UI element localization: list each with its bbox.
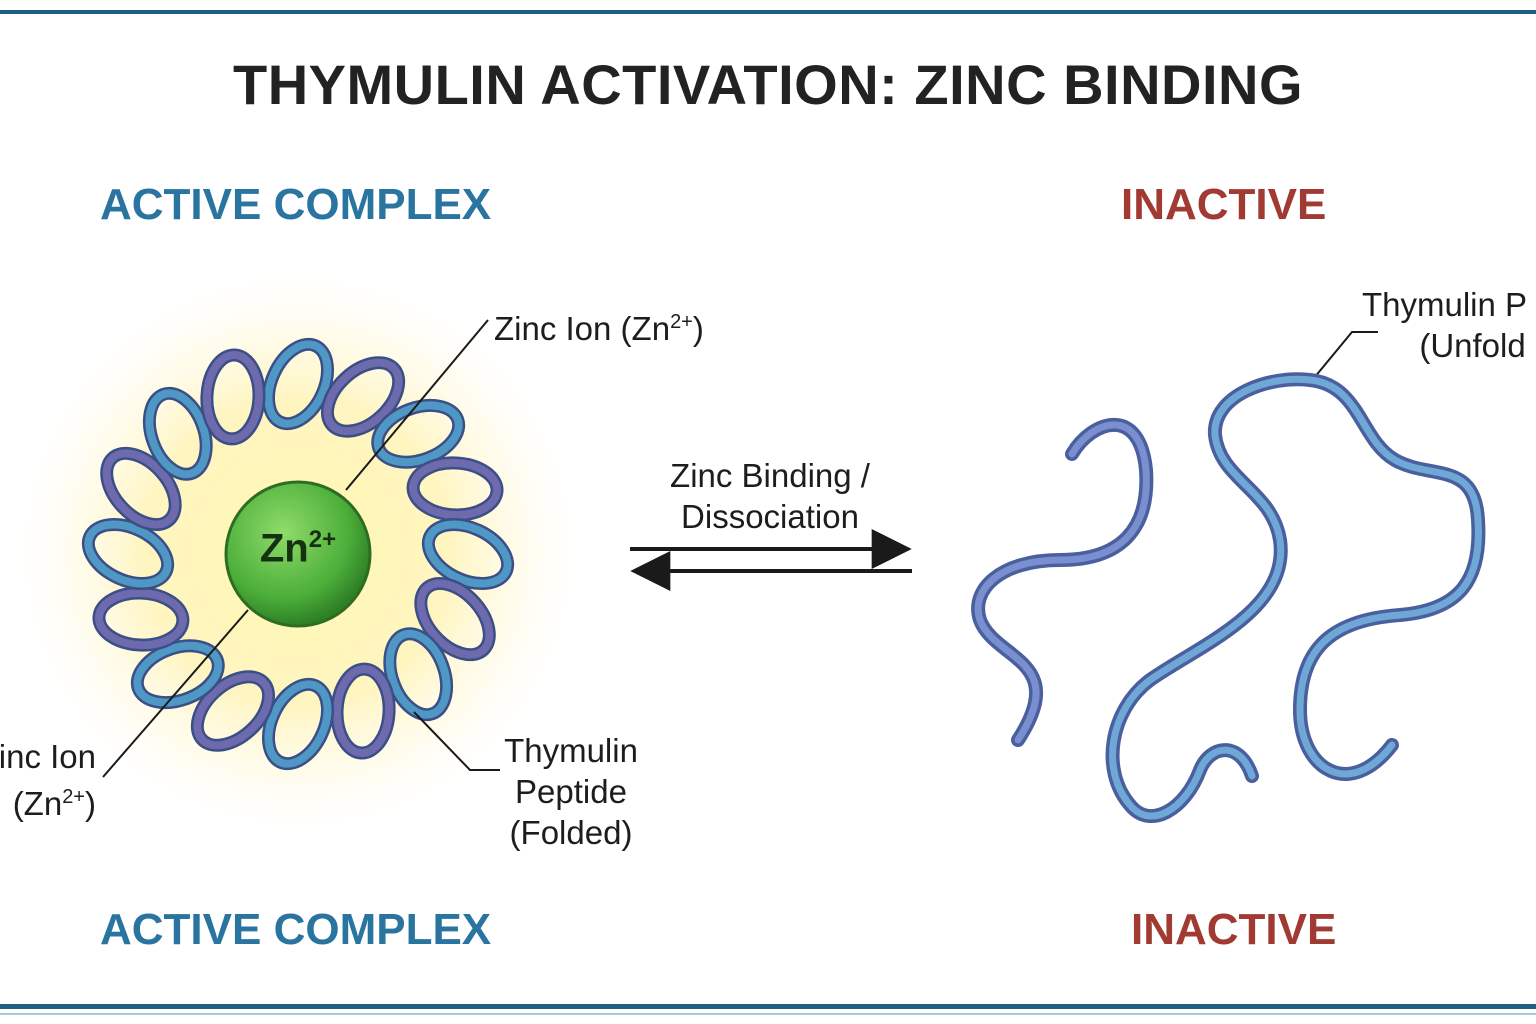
helix-turn-highlight <box>102 449 180 529</box>
inactive-heading-bottom: INACTIVE <box>1131 905 1337 954</box>
zinc-ion-sphere <box>224 480 372 628</box>
helix-turn-highlight <box>373 401 463 467</box>
inactive-heading-top: INACTIVE <box>1121 180 1327 229</box>
bottom-border-accent <box>0 1013 1536 1015</box>
helix-turn-highlight <box>424 520 512 588</box>
helix-turn-highlight <box>264 340 332 428</box>
helix-turn-highlight <box>416 579 494 659</box>
helix-turn-highlight <box>264 680 332 768</box>
helix-turn-highlight <box>333 665 394 758</box>
helix-turn-highlight <box>133 641 223 707</box>
peptide-leader <box>413 711 500 771</box>
zinc-ion-label-left: Zinc Ion(Zn2+) <box>0 738 96 822</box>
helix-turn-highlight <box>385 629 451 719</box>
unfolded-peptide-strands <box>971 372 1486 823</box>
bottom-border <box>0 1004 1536 1009</box>
unfolded-leader <box>1313 331 1378 379</box>
unfolded-strand-2 <box>1105 372 1486 823</box>
thymulin-peptide-helix-ring <box>81 337 515 771</box>
zinc-ion-right-leader <box>345 319 489 491</box>
zinc-symbol: Zn2+ <box>259 526 337 571</box>
helix-turn-highlight <box>202 350 263 443</box>
zinc-ion-left-leader <box>102 609 249 778</box>
helix-turn-highlight <box>193 672 273 750</box>
helix-turn-highlight <box>145 389 211 479</box>
active-complex-heading-bottom: ACTIVE COMPLEX <box>100 905 492 954</box>
zinc-binding-dissociation-label: Zinc Binding /Dissociation <box>670 457 870 535</box>
zinc-ion-label-right: Zinc Ion (Zn2+) <box>494 310 704 347</box>
helix-turn-highlight <box>94 589 187 650</box>
unfolded-strand-1 <box>971 418 1154 747</box>
thymulin-peptide-unfolded-label: Thymulin P(Unfold <box>1362 286 1528 364</box>
top-border <box>0 10 1536 14</box>
helix-turn-highlight <box>84 520 172 588</box>
helix-turn-highlight <box>409 458 502 519</box>
page-title: THYMULIN ACTIVATION: ZINC BINDING <box>232 53 1304 116</box>
helix-turn-highlight <box>323 358 403 436</box>
active-complex-heading-top: ACTIVE COMPLEX <box>100 180 492 229</box>
